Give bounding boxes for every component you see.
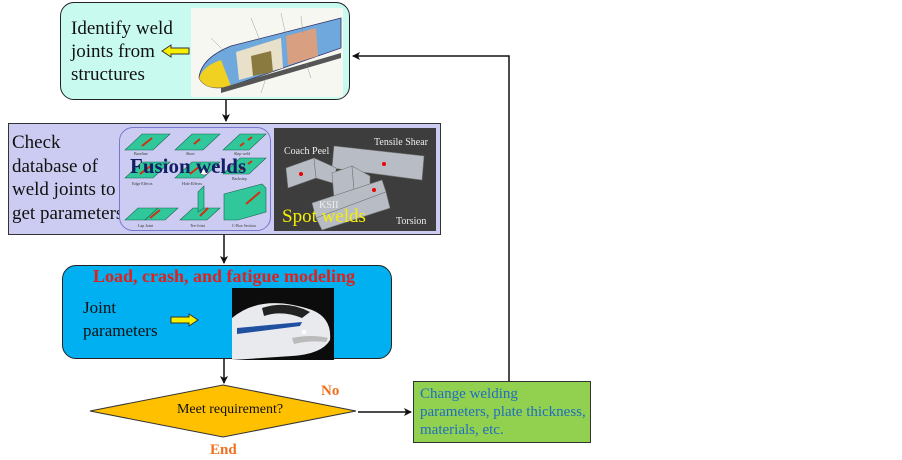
fusion-label-short: Short: [186, 151, 195, 156]
no-label: No: [321, 383, 340, 399]
yellow-left-arrow-icon: [161, 44, 190, 58]
fusion-label-backstep: Backstep: [232, 176, 247, 181]
database-text: Check database of weld joints to get par…: [12, 131, 123, 225]
database-line-4: get parameters: [12, 202, 124, 224]
change-parameters-box: Change welding parameters, plate thickne…: [413, 381, 591, 443]
high-speed-train-image: [232, 288, 334, 360]
fusion-label-c-box-section: C-Box Section: [232, 223, 256, 228]
high-speed-train-photo: [232, 288, 334, 360]
fusion-label-tee-joint: Tee-Joint: [190, 223, 205, 228]
identify-line-2: joints from: [71, 41, 155, 62]
spot-label-torsion: Torsion: [396, 216, 427, 227]
modeling-title: Load, crash, and fatigue modeling: [93, 266, 356, 286]
database-line-1: Check: [12, 132, 61, 153]
spot-welds-panel: Coach Peel Tensile Shear KSII Torsion Sp…: [274, 128, 436, 231]
fusion-weld-samples: [124, 133, 267, 221]
identify-line-1: Identify weld: [71, 18, 173, 39]
database-line-2: database of: [12, 155, 98, 177]
train-cutaway-image: [191, 8, 343, 97]
decision-text: Meet requirement?: [176, 402, 284, 417]
spot-weld-samples: [285, 145, 425, 231]
spot-label-ksii: KSII: [319, 200, 339, 211]
spot-label-coach-peel: Coach Peel: [284, 146, 330, 157]
change-line-2: parameters, plate thickness,: [420, 404, 586, 420]
modeling-line-2: parameters: [83, 321, 158, 340]
database-line-3: weld joints to: [12, 179, 116, 200]
fusion-welds-panel: Baseline Short Skip weld Edge Effects Ho…: [119, 127, 271, 231]
yellow-right-arrow-icon: [170, 313, 199, 327]
identify-weld-joints-box: Identify weld joints from structures: [60, 2, 350, 100]
change-text: Change welding parameters, plate thickne…: [420, 385, 586, 439]
fusion-label-baseline: Baseline: [134, 151, 148, 156]
load-crash-fatigue-modeling-box: Load, crash, and fatigue modeling Joint …: [62, 265, 392, 360]
fusion-welds-title: Fusion welds: [130, 154, 247, 178]
fusion-label-hole-effects: Hole Effects: [182, 181, 203, 186]
fusion-label-skip-weld: Skip weld: [234, 151, 251, 156]
decision-diamond: [89, 384, 357, 438]
spot-label-tensile-shear: Tensile Shear: [374, 137, 429, 148]
train-cutaway-illustration: [198, 12, 342, 94]
fusion-label-edge-effects: Edge Effects: [132, 181, 153, 186]
spot-welds-title: Spot welds: [282, 206, 366, 227]
joint-parameters-text: Joint parameters: [83, 296, 158, 342]
change-line-3: materials, etc.: [420, 422, 504, 438]
fusion-label-lap-joint: Lap Joint: [138, 223, 153, 228]
modeling-line-1: Joint: [83, 298, 117, 317]
identify-line-3: structures: [71, 64, 145, 85]
change-line-1: Change welding: [420, 386, 518, 402]
arrow-change-to-identify: [352, 52, 510, 381]
check-database-box: Check database of weld joints to get par…: [8, 123, 441, 235]
identify-text: Identify weld joints from structures: [71, 17, 173, 86]
end-label: End: [210, 442, 237, 458]
